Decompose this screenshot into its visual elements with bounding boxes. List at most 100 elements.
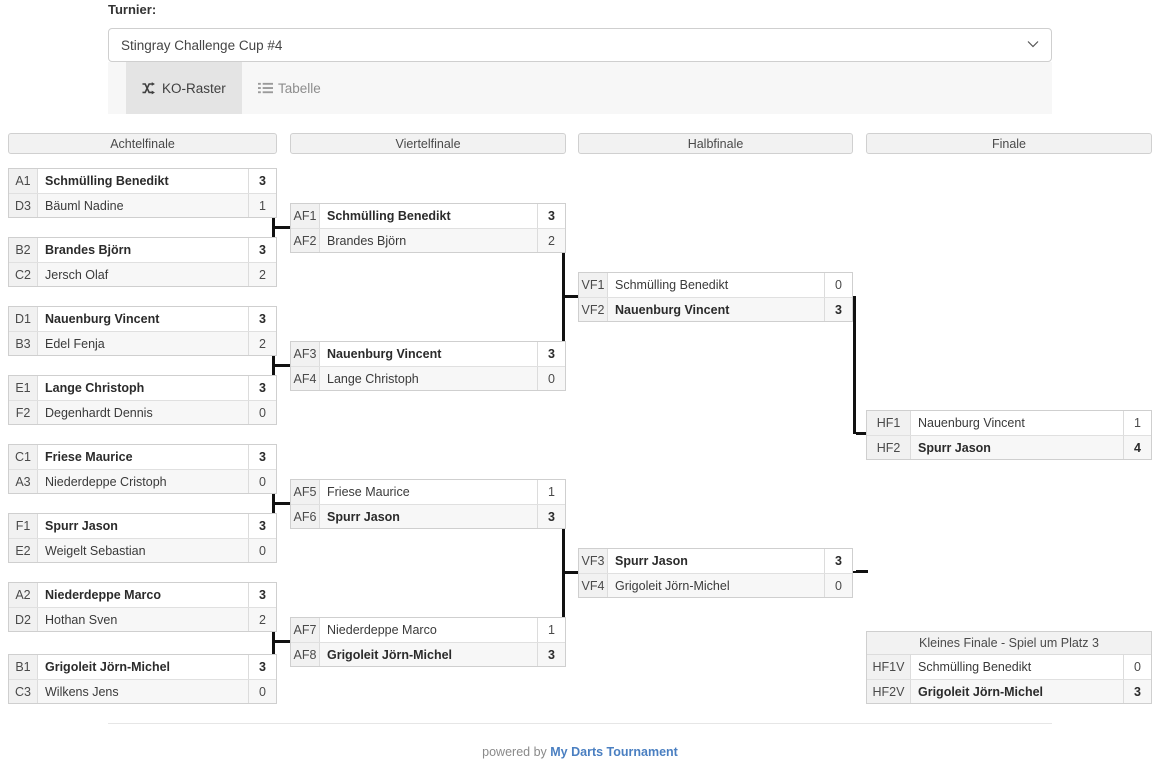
player-score: 3 xyxy=(248,655,276,679)
player-score: 3 xyxy=(248,307,276,331)
match-r16-7[interactable]: A2 Niederdeppe Marco 3 D2 Hothan Sven 2 xyxy=(8,582,277,632)
match-player-row: AF6 Spurr Jason 3 xyxy=(291,504,565,528)
match-player-row: B1 Grigoleit Jörn-Michel 3 xyxy=(9,655,276,679)
player-name: Grigoleit Jörn-Michel xyxy=(327,647,453,662)
match-qf-4[interactable]: AF7 Niederdeppe Marco 1 AF8 Grigoleit Jö… xyxy=(290,617,566,667)
player-score: 3 xyxy=(537,505,565,528)
player-score: 3 xyxy=(537,643,565,666)
player-name: Friese Maurice xyxy=(45,450,133,464)
bracket-connector xyxy=(856,432,868,435)
match-final[interactable]: HF1 Nauenburg Vincent 1 HF2 Spurr Jason … xyxy=(866,410,1152,460)
player-name: Schmülling Benedikt xyxy=(327,209,451,223)
seed-label: AF2 xyxy=(291,229,320,252)
match-player-row: HF1 Nauenburg Vincent 1 xyxy=(867,411,1151,435)
footer-divider xyxy=(108,723,1052,724)
match-player-row: AF2 Brandes Björn 2 xyxy=(291,228,565,252)
seed-label: HF2 xyxy=(867,436,911,459)
match-player-row: F1 Spurr Jason 3 xyxy=(9,514,276,538)
player-score: 3 xyxy=(537,204,565,228)
seed-label: D2 xyxy=(9,608,38,631)
seed-label: VF1 xyxy=(579,273,608,297)
player-score: 3 xyxy=(248,514,276,538)
seed-label: AF1 xyxy=(291,204,320,228)
match-player-row: AF8 Grigoleit Jörn-Michel 3 xyxy=(291,642,565,666)
tab-ko-raster-label: KO-Raster xyxy=(162,80,226,96)
match-r16-3[interactable]: D1 Nauenburg Vincent 3 B3 Edel Fenja 2 xyxy=(8,306,277,356)
match-r16-1[interactable]: A1 Schmülling Benedikt 3 D3 Bäuml Nadine… xyxy=(8,168,277,218)
player-name: Brandes Björn xyxy=(327,233,407,248)
player-score: 1 xyxy=(1123,411,1151,435)
player-score: 0 xyxy=(248,470,276,493)
player-name: Degenhardt Dennis xyxy=(45,405,153,420)
player-score: 1 xyxy=(248,194,276,217)
bracket-connector xyxy=(272,364,290,367)
player-score: 0 xyxy=(248,539,276,562)
seed-label: AF8 xyxy=(291,643,320,666)
player-score: 2 xyxy=(248,608,276,631)
player-name: Niederdeppe Marco xyxy=(45,588,162,602)
tab-tabelle[interactable]: Tabelle xyxy=(242,62,337,114)
player-name: Nauenburg Vincent xyxy=(327,347,442,361)
seed-label: A3 xyxy=(9,470,38,493)
seed-label: C2 xyxy=(9,263,38,286)
match-third-place[interactable]: Kleines Finale - Spiel um Platz 3 HF1V S… xyxy=(866,631,1152,704)
match-player-row: VF4 Grigoleit Jörn-Michel 0 xyxy=(579,573,852,597)
player-score: 3 xyxy=(248,376,276,400)
match-qf-1[interactable]: AF1 Schmülling Benedikt 3 AF2 Brandes Bj… xyxy=(290,203,566,253)
match-player-row: C3 Wilkens Jens 0 xyxy=(9,679,276,703)
player-score: 3 xyxy=(248,583,276,607)
bracket-connector xyxy=(853,571,856,573)
match-player-row: AF7 Niederdeppe Marco 1 xyxy=(291,618,565,642)
tab-tabelle-label: Tabelle xyxy=(278,80,321,96)
footer-prefix: powered by xyxy=(482,745,551,759)
seed-label: C1 xyxy=(9,445,38,469)
match-sf-2[interactable]: VF3 Spurr Jason 3 VF4 Grigoleit Jörn-Mic… xyxy=(578,548,853,598)
seed-label: HF1 xyxy=(867,411,911,435)
player-name: Hothan Sven xyxy=(45,612,118,627)
match-player-row: VF2 Nauenburg Vincent 3 xyxy=(579,297,852,321)
view-tabs: KO-Raster Tabelle xyxy=(108,62,1052,114)
player-score: 1 xyxy=(537,480,565,504)
seed-label: D1 xyxy=(9,307,38,331)
tournament-select[interactable]: Stingray Challenge Cup #4 xyxy=(108,28,1052,62)
seed-label: AF6 xyxy=(291,505,320,528)
seed-label: AF7 xyxy=(291,618,320,642)
round-header-viertelfinale: Viertelfinale xyxy=(290,133,566,154)
footer-brand-link[interactable]: My Darts Tournament xyxy=(550,745,678,759)
player-score: 2 xyxy=(248,263,276,286)
player-name: Grigoleit Jörn-Michel xyxy=(45,660,171,674)
shuffle-icon xyxy=(142,81,157,96)
match-r16-6[interactable]: F1 Spurr Jason 3 E2 Weigelt Sebastian 0 xyxy=(8,513,277,563)
seed-label: E2 xyxy=(9,539,38,562)
seed-label: AF4 xyxy=(291,367,320,390)
player-name: Grigoleit Jörn-Michel xyxy=(615,578,730,593)
player-name: Jersch Olaf xyxy=(45,267,109,282)
seed-label: E1 xyxy=(9,376,38,400)
footer: powered by My Darts Tournament xyxy=(0,745,1160,759)
bracket-connector xyxy=(562,571,578,574)
match-player-row: AF5 Friese Maurice 1 xyxy=(291,480,565,504)
match-r16-4[interactable]: E1 Lange Christoph 3 F2 Degenhardt Denni… xyxy=(8,375,277,425)
round-header-label: Viertelfinale xyxy=(395,136,461,151)
player-name: Niederdeppe Marco xyxy=(327,623,437,637)
player-score: 3 xyxy=(824,549,852,573)
seed-label: F1 xyxy=(9,514,38,538)
match-sf-1[interactable]: VF1 Schmülling Benedikt 0 VF2 Nauenburg … xyxy=(578,272,853,322)
seed-label: VF4 xyxy=(579,574,608,597)
tab-ko-raster[interactable]: KO-Raster xyxy=(126,62,242,114)
match-player-row: C1 Friese Maurice 3 xyxy=(9,445,276,469)
round-header-label: Finale xyxy=(991,136,1027,151)
match-qf-2[interactable]: AF3 Nauenburg Vincent 3 AF4 Lange Christ… xyxy=(290,341,566,391)
player-score: 3 xyxy=(824,298,852,321)
match-qf-3[interactable]: AF5 Friese Maurice 1 AF6 Spurr Jason 3 xyxy=(290,479,566,529)
seed-label: A2 xyxy=(9,583,38,607)
match-r16-2[interactable]: B2 Brandes Björn 3 C2 Jersch Olaf 2 xyxy=(8,237,277,287)
round-header-achtelfinale: Achtelfinale xyxy=(8,133,277,154)
player-score: 4 xyxy=(1123,436,1151,459)
player-score: 3 xyxy=(248,445,276,469)
match-player-row: HF1V Schmülling Benedikt 0 xyxy=(867,655,1151,679)
match-player-row: HF2 Spurr Jason 4 xyxy=(867,435,1151,459)
match-r16-8[interactable]: B1 Grigoleit Jörn-Michel 3 C3 Wilkens Je… xyxy=(8,654,277,704)
match-r16-5[interactable]: C1 Friese Maurice 3 A3 Niederdeppe Crist… xyxy=(8,444,277,494)
tournament-select-box[interactable]: Stingray Challenge Cup #4 xyxy=(108,28,1052,62)
